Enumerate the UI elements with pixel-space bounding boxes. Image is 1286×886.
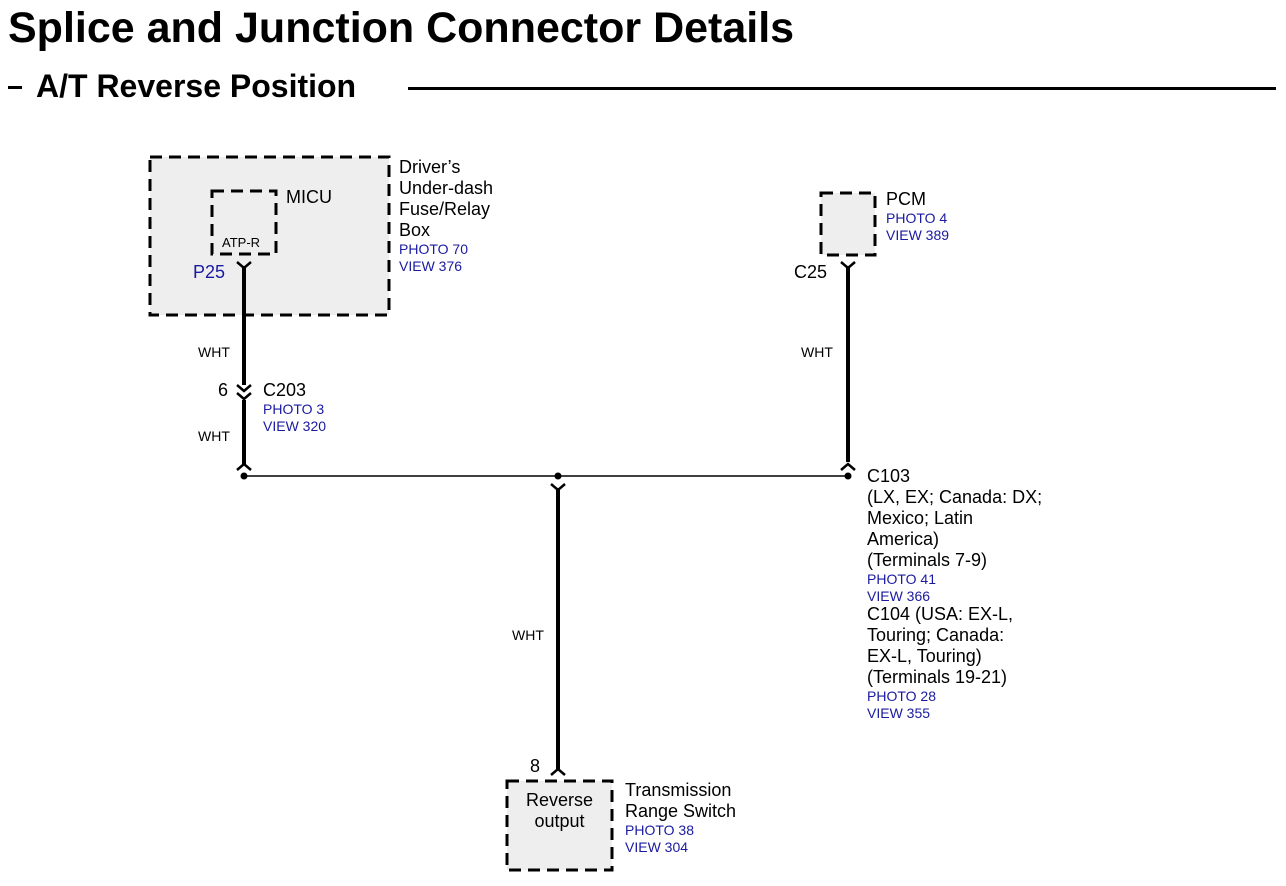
trs-photo: PHOTO 38 — [625, 822, 694, 838]
fuse-box-line: Driver’s — [399, 157, 461, 177]
fuse-box-line: Fuse/Relay — [399, 199, 491, 219]
pcm-label: PCM PHOTO 4 VIEW 389 — [886, 189, 949, 243]
subtitle-row: A/T Reverse Position — [8, 66, 1276, 106]
page-title: Splice and Junction Connector Details — [8, 4, 795, 52]
connector-left-bottom-symbol — [236, 462, 252, 471]
c203-label: C203 PHOTO 3 VIEW 320 — [263, 380, 326, 434]
fuse-box-line: Box — [399, 220, 431, 240]
micu-box — [210, 189, 278, 256]
fuse-box-view: VIEW 376 — [399, 257, 463, 274]
trs-view: VIEW 304 — [625, 838, 689, 855]
c103-line: (LX, EX; Canada: DX; — [867, 487, 1043, 507]
pcm-name: PCM — [886, 189, 926, 209]
p25-connector-label: P25 — [193, 262, 226, 282]
trs-box — [505, 779, 614, 872]
trs-inner-label: Reverse output — [507, 790, 612, 832]
c203-photo: PHOTO 3 — [263, 401, 325, 417]
c203-view: VIEW 320 — [263, 417, 327, 434]
c104-photo: PHOTO 28 — [867, 688, 936, 704]
subtitle: A/T Reverse Position — [36, 68, 357, 104]
subtitle-rule — [408, 87, 1276, 90]
connector-c103-symbol — [840, 462, 856, 471]
trs-inner-line: Reverse — [525, 790, 594, 810]
c104-line: EX-L, Touring) — [867, 646, 982, 666]
atp-r-terminal: ATP-R — [222, 235, 261, 250]
trs-label: Transmission Range Switch PHOTO 38 VIEW … — [625, 780, 736, 855]
wire-color-label: WHT — [801, 344, 833, 360]
fuse-box-label: Driver’s Under-dash Fuse/Relay Box PHOTO… — [399, 157, 493, 274]
trs-label-line: Range Switch — [625, 801, 737, 821]
micu-label: MICU — [286, 187, 332, 207]
wire-color-label: WHT — [198, 344, 230, 360]
connector-c203-symbol — [236, 384, 252, 401]
pcm-photo: PHOTO 4 — [886, 210, 948, 226]
fuse-box-line: Under-dash — [399, 178, 494, 198]
junction-dot-left — [240, 472, 248, 480]
junction-dot-splice — [554, 472, 562, 480]
c103-c104-label: C103 (LX, EX; Canada: DX; Mexico; Latin … — [867, 466, 1042, 721]
c104-line: Touring; Canada: — [867, 625, 1005, 645]
trs-inner-line: output — [534, 811, 585, 831]
pcm-view: VIEW 389 — [886, 226, 950, 243]
trs-label-line: Transmission — [625, 780, 732, 800]
pcm-box — [819, 191, 877, 257]
connector-p25-symbol — [236, 261, 252, 270]
subtitle-dash — [8, 86, 22, 89]
c103-line: Mexico; Latin — [867, 508, 974, 528]
c25-connector-label: C25 — [794, 262, 828, 282]
connector-trs-symbol — [550, 767, 566, 776]
c203-name: C203 — [263, 380, 307, 400]
c103-photo: PHOTO 41 — [867, 571, 936, 587]
wire-color-label: WHT — [198, 428, 230, 444]
c104-line: (Terminals 19-21) — [867, 667, 1008, 687]
c103-view: VIEW 366 — [867, 587, 931, 604]
c203-pin-number: 6 — [218, 380, 229, 400]
c103-line: (Terminals 7-9) — [867, 550, 988, 570]
c104-line: C104 (USA: EX-L, — [867, 604, 1014, 624]
trs-pin-number: 8 — [530, 756, 541, 776]
junction-dot-right — [844, 472, 852, 480]
connector-c25-symbol — [840, 261, 856, 270]
c103-line: America) — [867, 529, 940, 549]
connector-splice-down-symbol — [550, 483, 566, 492]
fuse-box-photo: PHOTO 70 — [399, 241, 468, 257]
c104-view: VIEW 355 — [867, 704, 931, 721]
c103-line: C103 — [867, 466, 911, 486]
wire-color-label: WHT — [512, 627, 544, 643]
